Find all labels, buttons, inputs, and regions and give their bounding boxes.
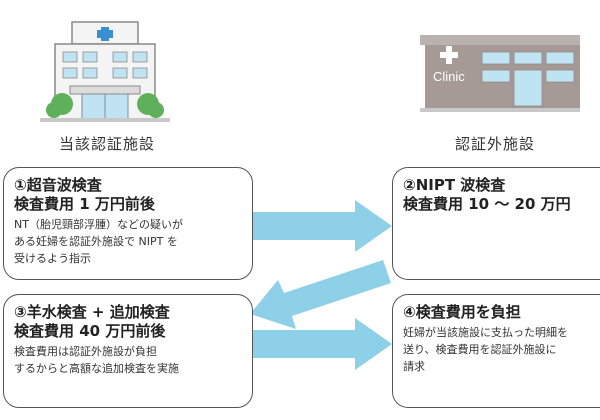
clinic-sign: Clinic bbox=[433, 69, 465, 84]
facility-label-uncertified: 認証外施設 bbox=[455, 135, 536, 153]
step-4-description: 妊婦が当該施設に支払った明細を 送り、検査費用を認証外施設に 請求 bbox=[403, 326, 568, 373]
arrow-step3-to-step4 bbox=[247, 318, 392, 370]
clinic-icon bbox=[420, 35, 580, 112]
step-3-title: ③羊水検査 + 追加検査 検査費用 40 万円前後 bbox=[14, 303, 170, 340]
step-1-description: NT（胎児頸部浮腫）などの疑いが ある妊婦を認証外施設で NIPT を 受けるよ… bbox=[14, 218, 183, 265]
hospital-icon bbox=[40, 21, 170, 122]
arrow-step2-to-step3 bbox=[250, 260, 391, 329]
step-3-box: ③羊水検査 + 追加検査 検査費用 40 万円前後 検査費用は認証外施設が負担 … bbox=[3, 294, 253, 408]
step-3-description: 検査費用は認証外施設が負担 するからと高額な追加検査を実施 bbox=[14, 345, 179, 375]
facility-label-certified: 当該認証施設 bbox=[59, 135, 156, 153]
step-4-title: ④検査費用を負担 bbox=[403, 303, 521, 321]
step-2-box: ②NIPT 波検査 検査費用 10 〜 20 万円 bbox=[392, 167, 600, 280]
step-2-title: ②NIPT 波検査 検査費用 10 〜 20 万円 bbox=[403, 176, 571, 213]
step-4-box: ④検査費用を負担 妊婦が当該施設に支払った明細を 送り、検査費用を認証外施設に … bbox=[392, 294, 600, 408]
flow-arrows bbox=[247, 200, 392, 370]
step-1-box: ①超音波検査 検査費用 1 万円前後 NT（胎児頸部浮腫）などの疑いが ある妊婦… bbox=[3, 167, 253, 280]
step-1-title: ①超音波検査 検査費用 1 万円前後 bbox=[14, 176, 155, 213]
arrow-step1-to-step2 bbox=[247, 200, 392, 252]
